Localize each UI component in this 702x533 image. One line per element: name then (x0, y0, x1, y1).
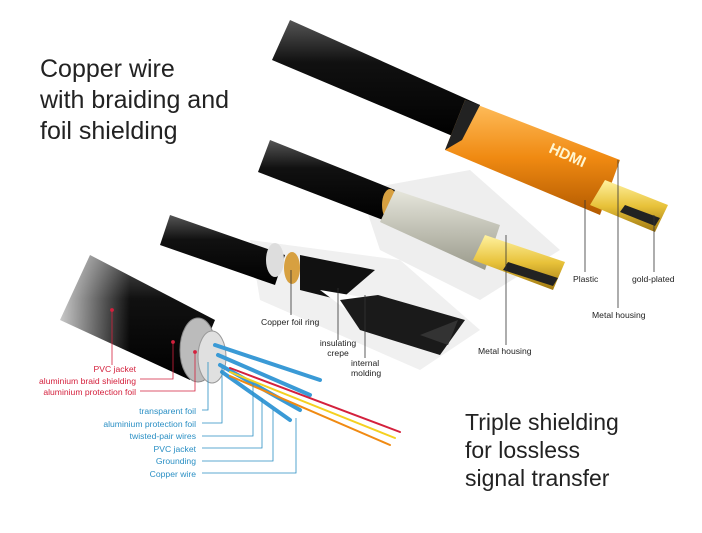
label-twisted-pair-wires: twisted-pair wires (130, 431, 196, 441)
headline-left-line: foil shielding (40, 117, 178, 145)
label-aluminium-protection-foil-outer: aluminium protection foil (43, 387, 136, 397)
label-insulating-crepe-2: crepe (327, 348, 349, 358)
cable-stripped (40, 240, 401, 446)
headline-right: Triple shielding for lossless signal tra… (465, 408, 619, 492)
headline-left: Copper wire with braiding and foil shiel… (40, 54, 229, 147)
label-metal-housing-2: Metal housing (592, 310, 646, 320)
headline-right-line: signal transfer (465, 465, 610, 491)
cable-black-molding (160, 215, 465, 355)
label-copper-foil-ring: Copper foil ring (261, 317, 319, 327)
label-pvc-jacket-inner: PVC jacket (153, 444, 196, 454)
label-transparent-foil: transparent foil (139, 406, 196, 416)
label-aluminium-braid-shielding: aluminium braid shielding (39, 376, 136, 386)
label-aluminium-protection-foil-inner: aluminium protection foil (103, 419, 196, 429)
label-gold-plated: gold-plated (632, 274, 675, 284)
label-internal-molding-1: internal (351, 358, 379, 368)
label-metal-housing-1: Metal housing (478, 346, 532, 356)
headline-right-line: for lossless (465, 437, 581, 463)
headline-left-line: with braiding and (40, 86, 230, 114)
label-insulating-crepe-1: insulating (320, 338, 357, 348)
cable-gold-orange: HDMI (272, 20, 668, 232)
label-pvc-jacket-outer: PVC jacket (93, 364, 136, 374)
cable-grey (258, 140, 565, 290)
headline-right-line: Triple shielding (465, 409, 619, 435)
label-plastic: Plastic (573, 274, 599, 284)
label-grounding: Grounding (156, 456, 196, 466)
headline-left-line: Copper wire (40, 55, 175, 83)
label-internal-molding-2: molding (351, 368, 381, 378)
label-copper-wire: Copper wire (150, 469, 197, 479)
